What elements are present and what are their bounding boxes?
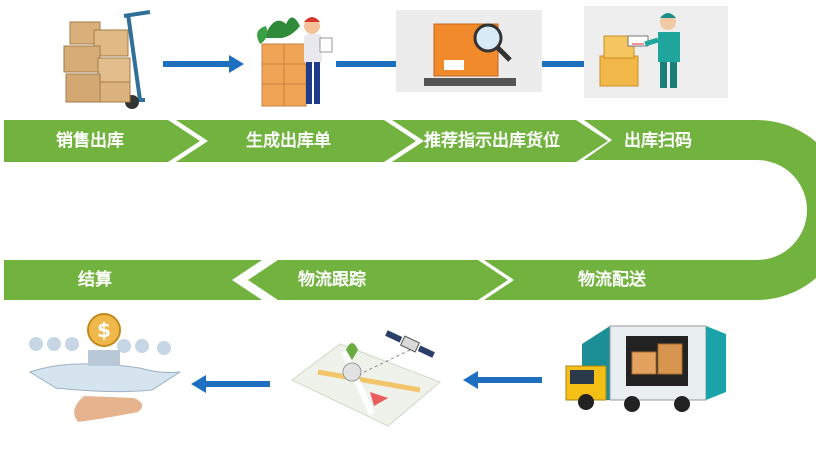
- arrow-5-to-6: [463, 371, 542, 389]
- connector-arrows: [163, 55, 584, 393]
- step-label-sales-outbound: 销售出库: [56, 131, 124, 151]
- barcode-scanning-worker-icon: [584, 6, 728, 98]
- step-label-recommend-outbound-location: 推荐指示出库货位: [424, 131, 560, 151]
- step-label-generate-outbound-order: 生成出库单: [246, 131, 331, 151]
- delivery-truck-icon: [565, 325, 726, 412]
- band-segment-6: [248, 260, 508, 300]
- gps-tracking-map-icon: [291, 330, 441, 427]
- band-segment-4-curve: [484, 120, 816, 300]
- svg-text:$: $: [97, 318, 111, 342]
- arrow-1-to-2: [163, 55, 244, 73]
- bottom-band: [4, 260, 508, 300]
- band-segment-2: [176, 120, 416, 162]
- box-inspection-magnifier-icon: [396, 10, 542, 92]
- step-label-outbound-scan: 出库扫码: [624, 131, 692, 151]
- step-label-settlement: 结算: [78, 270, 112, 290]
- band-segment-1: [4, 120, 200, 162]
- step-label-logistics-delivery: 物流配送: [578, 270, 646, 290]
- step-label-logistics-tracking: 物流跟踪: [298, 270, 366, 290]
- top-band: [4, 120, 816, 300]
- payment-settlement-icon: $: [28, 313, 181, 422]
- band-segment-3: [392, 120, 608, 162]
- worker-with-clipboard-icon: [257, 17, 333, 107]
- arrow-6-to-7: [191, 375, 270, 393]
- band-segment-7: [4, 260, 262, 300]
- boxes-on-hand-truck-icon: [63, 10, 151, 109]
